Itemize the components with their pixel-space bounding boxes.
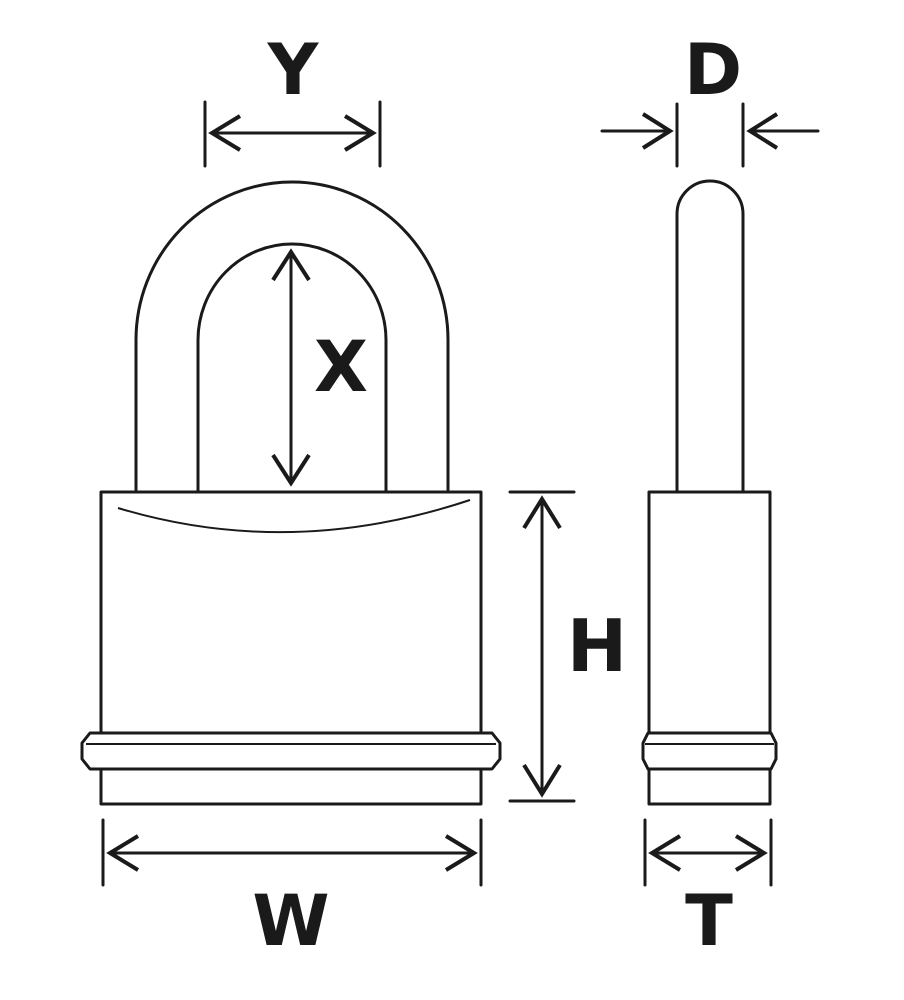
bumper-band-front [80,731,502,771]
h-arrow-bottom [522,763,562,798]
dimension-w: W [101,818,483,962]
body-curve-front [117,499,471,534]
t-arrow-left [648,834,682,872]
bumper-band-side [641,731,778,771]
d-arrow-right [746,112,779,150]
x-arrow-bottom [271,453,311,487]
w-arrow-right [444,834,478,872]
label-w: W [252,880,329,962]
d-arrow-left [641,112,674,150]
dimension-y: Y [203,29,382,168]
label-y: Y [267,29,320,111]
dimension-x: X [271,248,368,487]
dimension-h: H [508,490,627,803]
shackle-side [675,179,745,495]
y-arrow-left [208,114,242,152]
front-view [80,180,502,806]
label-x: X [314,326,368,408]
x-arrow-top [271,248,311,282]
t-arrow-right [734,834,768,872]
shackle-front [134,180,450,495]
w-arrow-left [106,834,140,872]
h-arrow-top [522,495,562,530]
side-view [641,179,778,806]
dimension-d: D [600,29,820,168]
label-d: D [684,29,742,111]
label-t: T [685,880,733,962]
y-arrow-right [343,114,377,152]
label-h: H [567,604,627,688]
dimension-t: T [643,818,773,962]
